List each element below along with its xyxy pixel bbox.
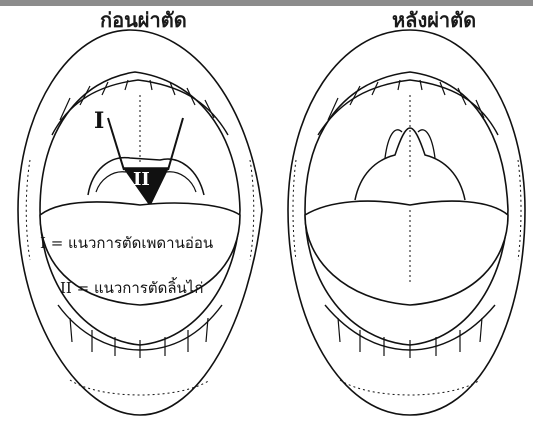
left-mouth: [18, 30, 262, 415]
incision-marker-two: II: [133, 169, 150, 190]
right-mouth: [288, 30, 525, 415]
legend-uvula-incision: II = แนวการตัดลิ้นไก่: [60, 276, 203, 300]
incision-marker-one: I: [94, 108, 104, 134]
legend-soft-palate-incision: I = แนวการตัดเพดานอ่อน: [40, 231, 213, 255]
